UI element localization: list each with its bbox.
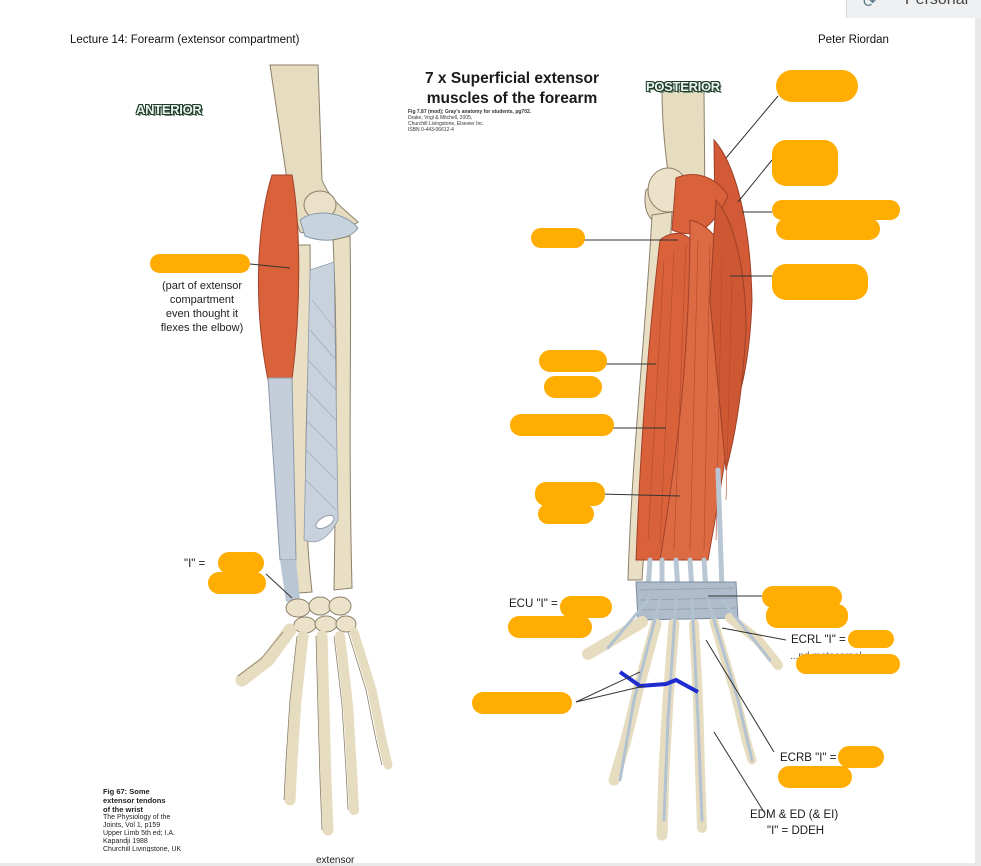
ecrb-insertion-label: ECRB "I" = — [780, 752, 837, 764]
source-line: Joints, Vol 1, p159 — [103, 822, 161, 829]
interosseous-membrane — [303, 261, 339, 543]
carpal-bones-anterior — [285, 596, 357, 634]
citation-line: ISBN 0-443-06612-4 — [408, 127, 454, 133]
ecrl-insertion-label: ECRL "I" = — [791, 634, 846, 646]
ecrb-muscle — [709, 198, 747, 471]
redaction-highlight — [838, 746, 884, 768]
note-line: even thought it — [165, 308, 239, 320]
personal-tab-label: Personal — [905, 0, 968, 9]
anterior-pointer-line — [265, 573, 293, 599]
metacarpals-phalanges-anterior — [235, 623, 393, 836]
redaction-highlight — [535, 482, 605, 506]
redaction-highlight — [772, 264, 868, 300]
redaction-highlight — [848, 630, 894, 648]
author-name: Peter Riordan — [818, 34, 889, 46]
finger-outlines-anterior — [237, 631, 383, 831]
elbow-joint-cartilage — [299, 212, 359, 241]
anterior-forearm-figure — [235, 64, 393, 836]
sync-icon: ⟳ — [863, 0, 877, 11]
note-line: flexes the elbow) — [160, 322, 244, 334]
redaction-highlight — [539, 350, 607, 372]
edm-ed-insertion: "I" = DDEH — [767, 825, 825, 837]
hand-posterior — [582, 598, 783, 841]
ecu-insertion-label: ECU "I" = — [509, 598, 558, 610]
figure-citation: Fig 7.87 (mod); Gray's anatomy for stude… — [408, 109, 531, 133]
caption-line: of the wrist — [103, 805, 144, 814]
redaction-highlight — [772, 140, 838, 186]
redaction-highlight — [766, 604, 848, 628]
source-line: Upper Limb 5th ed; I.A. — [103, 830, 175, 837]
brachioradialis-muscle — [257, 174, 300, 381]
redaction-highlight — [531, 228, 585, 248]
source-line: Churchill Livingstone, UK — [103, 846, 182, 852]
anterior-view-label: ANTERIOR — [136, 102, 202, 117]
redaction-highlight — [778, 766, 852, 788]
redaction-highlight — [776, 70, 858, 102]
posterior-view-label: POSTERIOR — [646, 79, 720, 94]
title-line-1: 7 x Superficial extensor — [424, 70, 600, 87]
lecture-title: Lecture 14: Forearm (extensor compartmen… — [70, 34, 300, 46]
slide-title: 7 x Superficial extensor muscles of the … — [392, 69, 632, 109]
citation-line: Fig 7.87 (mod); Gray's anatomy for stude… — [408, 109, 532, 115]
edm-ed-label: EDM & ED (& EI) — [750, 809, 839, 821]
membrane-fibres — [305, 299, 337, 511]
citation-line: Drake, Vogl & Mitchell, 2005, — [408, 115, 473, 121]
blue-annotation-mark — [618, 670, 699, 694]
muscle-fibres — [647, 239, 733, 551]
bottom-cut-text: extensor — [316, 855, 355, 866]
redaction-highlight — [772, 200, 900, 220]
redaction-highlight — [510, 414, 614, 436]
brachioradialis-note: (part of extensor compartment even thoug… — [146, 279, 258, 335]
redaction-highlight — [508, 616, 592, 638]
redaction-highlight — [544, 376, 602, 398]
anterior-insertion-label: "I" = — [184, 558, 206, 570]
brachioradialis-tendon — [267, 377, 297, 561]
citation-line: Churchill Livingstone, Elsevier Inc. — [408, 121, 485, 127]
redaction-highlight — [150, 254, 250, 273]
redaction-highlight — [538, 504, 594, 524]
posterior-forearm-figure — [575, 89, 787, 841]
figure-67-caption: Fig 67: Some extensor tendons of the wri… — [103, 787, 181, 852]
redaction-highlight — [560, 596, 612, 618]
anconeus-muscle — [671, 174, 729, 235]
redaction-highlight — [776, 218, 880, 240]
title-line-2: muscles of the forearm — [426, 90, 598, 107]
note-line: (part of extensor — [161, 280, 243, 292]
redaction-highlight — [796, 654, 900, 674]
redaction-highlight — [472, 692, 572, 714]
source-line: The Physiology of the — [103, 814, 171, 821]
brachioradialis-pointer-line — [249, 263, 291, 269]
source-line: Kapandji 1988 — [103, 838, 148, 845]
membrane-opening — [315, 514, 335, 530]
note-line: compartment — [169, 294, 235, 306]
redaction-highlight — [218, 552, 264, 574]
redaction-highlight — [208, 572, 266, 594]
caption-line: Fig 67: Some — [103, 787, 150, 796]
redaction-highlight — [762, 586, 842, 608]
caption-line: extensor tendons — [103, 796, 166, 805]
personal-tab[interactable]: ⟳ Personal — [846, 0, 981, 18]
